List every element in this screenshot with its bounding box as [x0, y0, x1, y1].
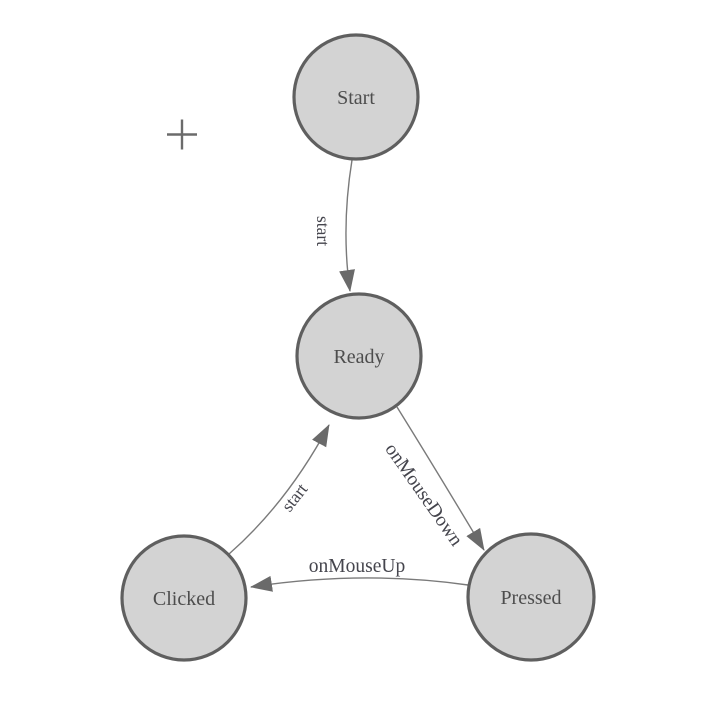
state-circle-ready[interactable]	[295, 292, 423, 420]
state-label-ready: Ready	[333, 346, 384, 368]
transition-label-clicked-ready: start	[277, 479, 311, 515]
state-circle-start[interactable]	[292, 33, 420, 161]
transition-pressed-clicked[interactable]	[250, 575, 469, 592]
state-label-pressed: Pressed	[500, 587, 561, 609]
transition-label-onmouseup: onMouseUp	[309, 556, 405, 577]
state-circle-pressed[interactable]	[466, 532, 596, 662]
transition-ready-pressed[interactable]	[396, 406, 485, 551]
state-label-clicked: Clicked	[153, 588, 215, 610]
transition-label-onmousedown: onMouseDown	[380, 440, 466, 551]
state-circle-clicked[interactable]	[120, 534, 248, 662]
state-node-pressed[interactable]: Pressed	[466, 532, 596, 662]
transition-start-ready[interactable]	[339, 159, 355, 292]
plus-icon[interactable]	[167, 119, 197, 150]
transition-label-start-ready: start	[313, 216, 333, 246]
state-node-ready[interactable]: Ready	[295, 292, 423, 420]
state-label-start: Start	[337, 87, 375, 109]
state-node-start[interactable]: Start	[292, 33, 420, 161]
state-node-clicked[interactable]: Clicked	[120, 534, 248, 662]
transition-clicked-ready[interactable]	[228, 424, 330, 555]
